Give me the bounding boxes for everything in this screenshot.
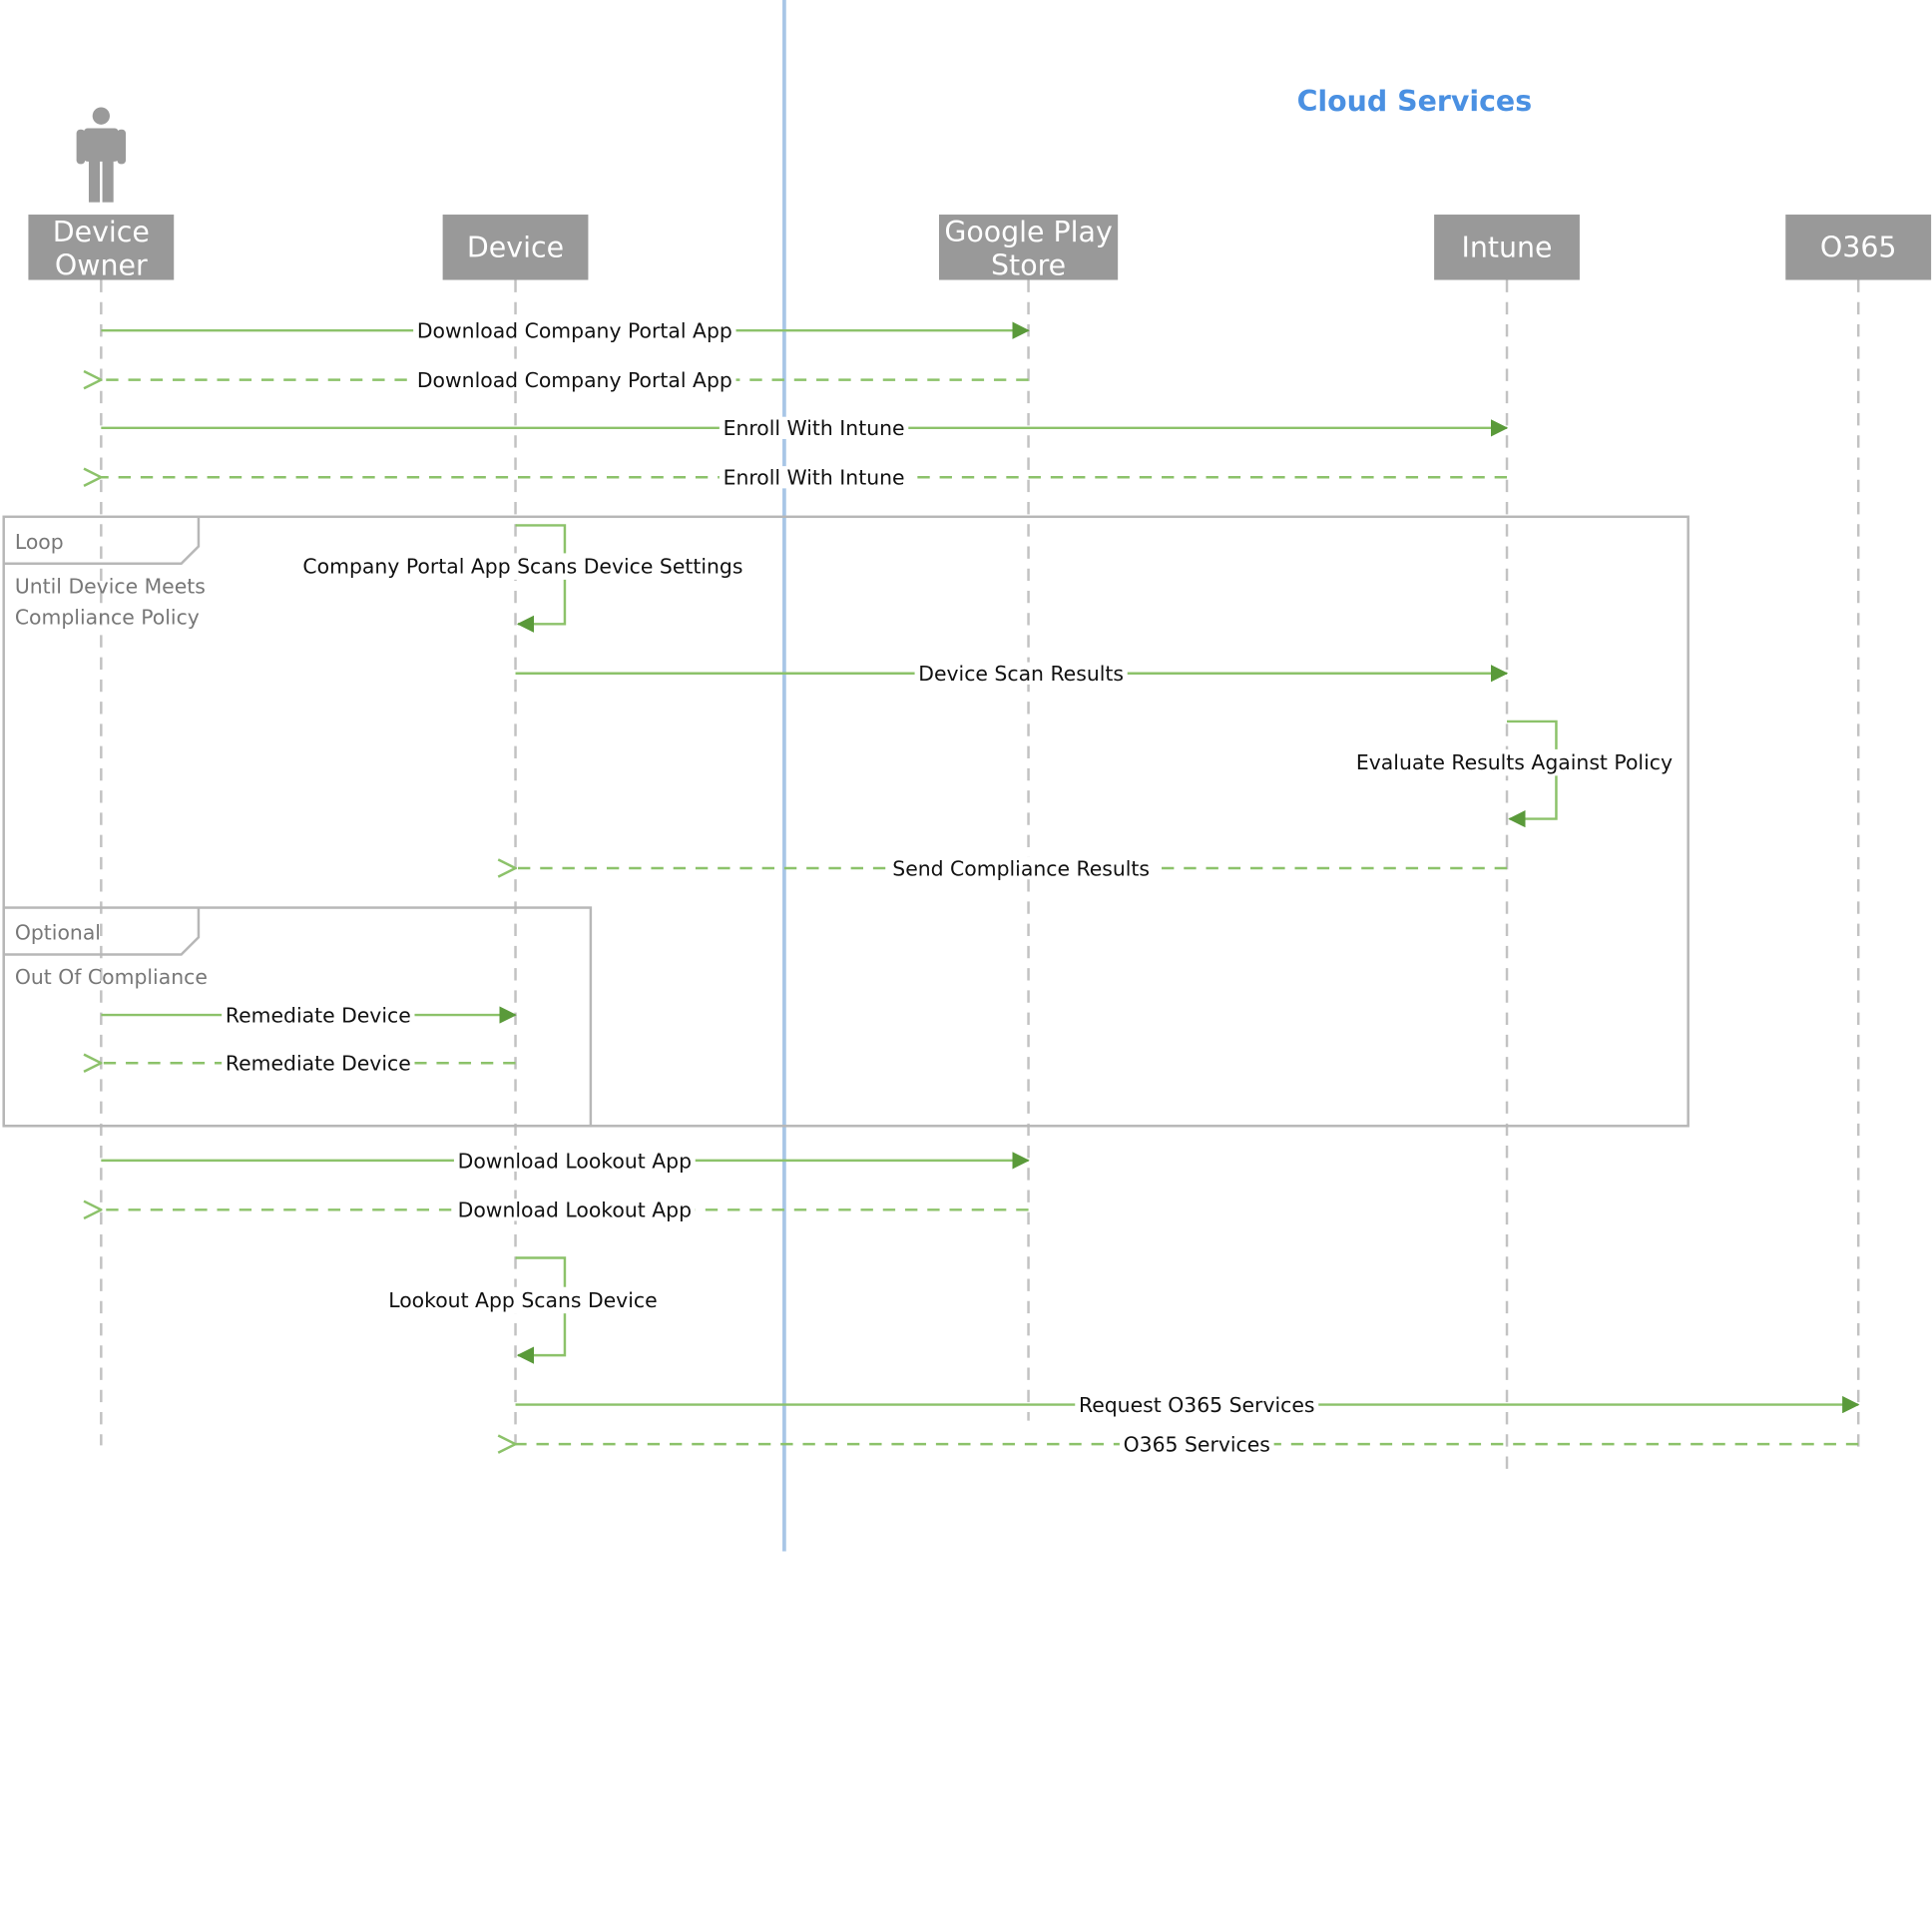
message-2: Download Company Portal App	[101, 368, 1029, 392]
participant-label-intune: Intune	[1462, 232, 1553, 264]
message-label: Download Lookout App	[458, 1198, 692, 1222]
message-5: Company Portal App Scans Device Settings	[298, 524, 747, 633]
message-label: Download Company Portal App	[417, 368, 732, 392]
participant-box-device	[442, 215, 589, 280]
message-12: Download Lookout App	[101, 1198, 1029, 1222]
person-icon	[76, 107, 127, 203]
message-label-bg	[719, 416, 909, 439]
message-label-bg	[1075, 1393, 1319, 1416]
frame-border-loop	[2, 515, 1690, 1128]
participant-label-o365: O365	[1820, 232, 1897, 264]
message-9: Remediate Device	[101, 1003, 517, 1027]
message-label: Remediate Device	[226, 1052, 411, 1076]
message-11: Download Lookout App	[101, 1149, 1030, 1173]
frame-condition-loop: Until Device Meets	[15, 574, 206, 598]
message-label-bg	[413, 319, 736, 342]
participant-device: Device	[442, 215, 589, 280]
message-4: Enroll With Intune	[101, 466, 1508, 490]
message-3: Enroll With Intune	[101, 416, 1509, 440]
self-message-label: Lookout App Scans Device	[388, 1288, 657, 1312]
self-message-label-bg	[298, 553, 747, 580]
message-label: Enroll With Intune	[724, 416, 905, 440]
participant-label-play: Store	[991, 249, 1066, 282]
frame-tab-loop	[3, 516, 201, 565]
message-label: Remediate Device	[226, 1003, 411, 1027]
message-10: Remediate Device	[101, 1052, 516, 1076]
message-label-bg	[719, 466, 909, 489]
participant-label-owner: Owner	[55, 249, 148, 282]
message-13: Lookout App Scans Device	[384, 1256, 662, 1364]
frame-border-optional	[2, 906, 593, 1128]
participant-o365: O365	[1785, 215, 1932, 280]
message-label: Send Compliance Results	[892, 856, 1150, 880]
frame-condition-optional: Out Of Compliance	[15, 965, 208, 989]
message-label-bg	[222, 1052, 415, 1075]
self-message-label: Evaluate Results Against Policy	[1356, 750, 1673, 774]
frame-condition-loop: Compliance Policy	[15, 605, 200, 629]
message-label-bg	[222, 1003, 415, 1027]
message-label-bg	[453, 1198, 696, 1221]
frame-tab-optional	[3, 907, 201, 956]
participant-box-intune	[1434, 215, 1580, 280]
participant-box-play	[938, 215, 1119, 280]
message-6: Device Scan Results	[515, 662, 1509, 686]
message-label: Download Company Portal App	[417, 319, 732, 343]
message-label-bg	[888, 856, 1154, 880]
participant-label-owner: Device	[53, 216, 150, 248]
participant-intune: Intune	[1434, 215, 1580, 280]
self-message-label-bg	[1352, 748, 1677, 776]
frame-keyword-loop: Loop	[15, 530, 64, 554]
self-message-label-bg	[384, 1286, 662, 1314]
cloud-services-label: Cloud Services	[1297, 85, 1533, 118]
message-7: Evaluate Results Against Policy	[1352, 719, 1677, 828]
message-label: Enroll With Intune	[724, 466, 905, 490]
message-1: Download Company Portal App	[101, 319, 1030, 343]
message-label: Download Lookout App	[458, 1149, 692, 1173]
message-8: Send Compliance Results	[516, 856, 1508, 880]
frame-keyword-optional: Optional	[15, 921, 101, 945]
message-label: Request O365 Services	[1079, 1393, 1315, 1417]
message-label: O365 Services	[1124, 1433, 1270, 1457]
participant-label-play: Google Play	[944, 216, 1112, 248]
participant-box-owner	[28, 215, 175, 280]
participant-box-o365	[1785, 215, 1932, 280]
message-label: Device Scan Results	[918, 662, 1124, 686]
participant-label-device: Device	[467, 232, 564, 264]
self-message-label: Company Portal App Scans Device Settings	[302, 555, 742, 579]
message-label-bg	[1119, 1432, 1274, 1456]
message-14: Request O365 Services	[515, 1393, 1860, 1417]
message-label-bg	[914, 662, 1128, 685]
message-15: O365 Services	[516, 1433, 1859, 1457]
message-label-bg	[453, 1149, 696, 1173]
message-label-bg	[413, 368, 736, 391]
